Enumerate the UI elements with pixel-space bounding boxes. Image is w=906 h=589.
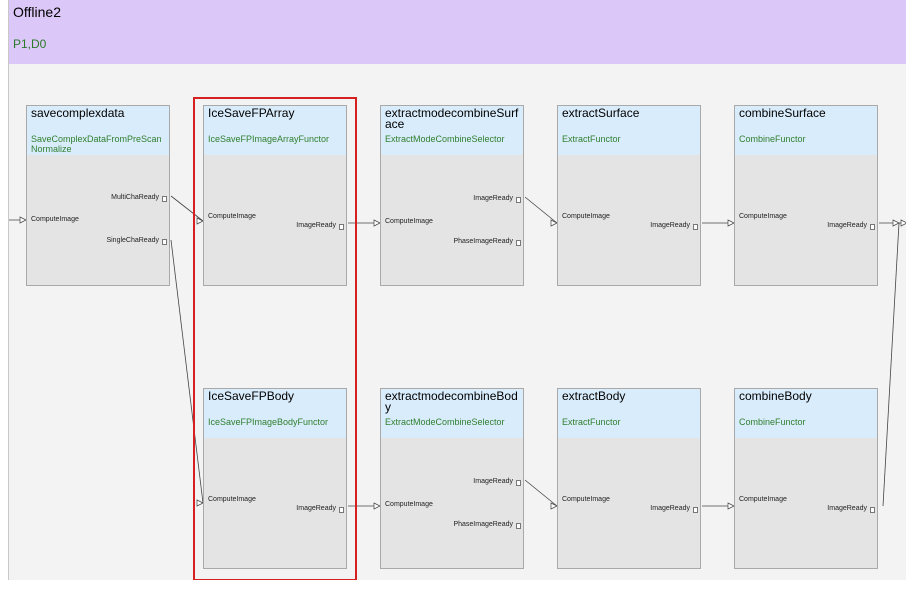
- output-port-label: SingleChaReady: [106, 237, 159, 244]
- input-port-label: ComputeImage: [739, 496, 787, 503]
- output-port-label: ImageReady: [473, 478, 513, 485]
- output-pin[interactable]: [516, 240, 521, 246]
- node-extractbody[interactable]: extractBody ExtractFunctor ComputeImage …: [557, 388, 701, 569]
- output-pin[interactable]: [339, 224, 344, 230]
- input-port-label: ComputeImage: [208, 496, 256, 503]
- node-functor: ExtractModeCombineSelector: [385, 417, 505, 427]
- selection-highlight: [193, 97, 357, 580]
- input-port-label: ComputeImage: [208, 213, 256, 220]
- output-pin[interactable]: [870, 224, 875, 230]
- input-port-label: ComputeImage: [385, 218, 433, 225]
- node-name: IceSaveFPBody: [208, 389, 295, 403]
- node-functor: SaveComplexDataFromPreScanNormalize: [31, 134, 162, 154]
- node-savecomplexdata[interactable]: savecomplexdata SaveComplexDataFromPreSc…: [26, 105, 170, 286]
- output-pin[interactable]: [162, 196, 167, 202]
- node-functor: ExtractFunctor: [562, 134, 621, 144]
- node-extractsurface[interactable]: extractSurface ExtractFunctor ComputeIma…: [557, 105, 701, 286]
- output-pin[interactable]: [516, 523, 521, 529]
- wire-arrow-icon: [900, 219, 906, 227]
- node-functor: CombineFunctor: [739, 417, 806, 427]
- node-header: extractSurface ExtractFunctor: [558, 106, 700, 155]
- node-functor: IceSaveFPImageBodyFunctor: [208, 417, 329, 427]
- wire-arrow-icon: [373, 219, 381, 227]
- node-functor: ExtractModeCombineSelector: [385, 134, 505, 144]
- node-header: IceSaveFPBody IceSaveFPImageBodyFunctor: [204, 389, 346, 438]
- input-port-label: ComputeImage: [562, 496, 610, 503]
- node-name: extractmodecombineBody: [385, 389, 518, 414]
- wire-arrow-icon: [196, 499, 204, 507]
- wire-arrow-icon: [727, 219, 735, 227]
- output-port-label: ImageReady: [827, 222, 867, 229]
- wire-layer: [9, 195, 906, 510]
- input-port-label: ComputeImage: [385, 501, 433, 508]
- input-port-label: ComputeImage: [31, 216, 79, 223]
- node-icesavefparray[interactable]: IceSaveFPArray IceSaveFPImageArrayFuncto…: [203, 105, 347, 286]
- graph-title: Offline2: [13, 4, 61, 20]
- node-header: extractmodecombineSurface ExtractModeCom…: [381, 106, 523, 155]
- output-port-label: ImageReady: [650, 505, 690, 512]
- output-pin[interactable]: [516, 197, 521, 203]
- output-port-label: PhaseImageReady: [453, 238, 513, 245]
- node-header: IceSaveFPArray IceSaveFPImageArrayFuncto…: [204, 106, 346, 155]
- wire-arrow-icon: [550, 219, 558, 227]
- output-port-label: ImageReady: [473, 195, 513, 202]
- wire-arrow-icon: [892, 219, 900, 227]
- node-header: combineBody CombineFunctor: [735, 389, 877, 438]
- output-port-label: ImageReady: [650, 222, 690, 229]
- output-pin[interactable]: [693, 507, 698, 513]
- output-pin[interactable]: [516, 480, 521, 486]
- wire-arrow-icon: [373, 502, 381, 510]
- node-functor: IceSaveFPImageArrayFunctor: [208, 134, 330, 144]
- wire-arrow-icon: [550, 502, 558, 510]
- graph-header: Offline2 P1,D0: [9, 0, 906, 64]
- node-header: extractBody ExtractFunctor: [558, 389, 700, 438]
- connection-wire: [524, 196, 558, 224]
- node-combinebody[interactable]: combineBody CombineFunctor ComputeImage …: [734, 388, 878, 569]
- node-name: combineBody: [739, 389, 812, 403]
- node-name: combineSurface: [739, 106, 826, 120]
- node-functor: CombineFunctor: [739, 134, 806, 144]
- wire-arrow-icon: [19, 216, 27, 224]
- output-port-label: ImageReady: [827, 505, 867, 512]
- output-pin[interactable]: [162, 239, 167, 245]
- node-header: extractmodecombineBody ExtractModeCombin…: [381, 389, 523, 438]
- node-header: combineSurface CombineFunctor: [735, 106, 877, 155]
- output-pin[interactable]: [870, 507, 875, 513]
- graph-subtitle: P1,D0: [13, 37, 47, 51]
- node-extractmodecombinebody[interactable]: extractmodecombineBody ExtractModeCombin…: [380, 388, 524, 569]
- input-port-label: ComputeImage: [562, 213, 610, 220]
- output-pin[interactable]: [693, 224, 698, 230]
- wire-arrow-icon: [196, 217, 204, 225]
- connection-wire: [524, 479, 558, 507]
- wire-arrow-icon: [727, 502, 735, 510]
- input-port-label: ComputeImage: [739, 213, 787, 220]
- node-name: savecomplexdata: [31, 106, 125, 120]
- node-name: extractmodecombineSurface: [385, 106, 519, 131]
- connection-wire: [882, 222, 900, 507]
- output-port-label: MultiChaReady: [111, 194, 159, 201]
- graph-canvas[interactable]: Offline2 P1,D0 savecomplexdata SaveCompl…: [8, 0, 906, 580]
- node-icesavefpbody[interactable]: IceSaveFPBody IceSaveFPImageBodyFunctor …: [203, 388, 347, 569]
- output-pin[interactable]: [339, 507, 344, 513]
- node-header: savecomplexdata SaveComplexDataFromPreSc…: [27, 106, 169, 155]
- node-name: extractSurface: [562, 106, 640, 120]
- node-combinesurface[interactable]: combineSurface CombineFunctor ComputeIma…: [734, 105, 878, 286]
- connection-wire: [170, 195, 204, 222]
- output-port-label: ImageReady: [296, 505, 336, 512]
- connection-wire: [170, 239, 204, 504]
- output-port-label: PhaseImageReady: [453, 521, 513, 528]
- node-name: extractBody: [562, 389, 626, 403]
- node-name: IceSaveFPArray: [208, 106, 295, 120]
- node-functor: ExtractFunctor: [562, 417, 621, 427]
- node-extractmodecombinesurface[interactable]: extractmodecombineSurface ExtractModeCom…: [380, 105, 524, 286]
- output-port-label: ImageReady: [296, 222, 336, 229]
